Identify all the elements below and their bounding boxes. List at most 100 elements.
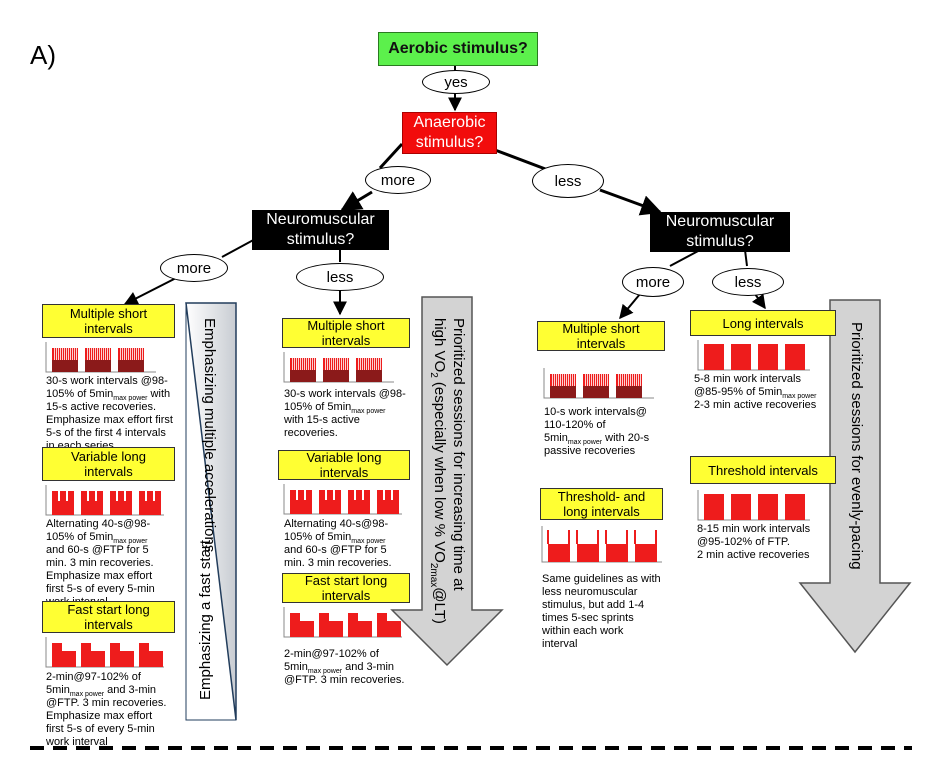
answer-less-left: less bbox=[296, 263, 384, 291]
col1-fsl-line-5: first 5-s of every 5-min bbox=[46, 723, 155, 735]
col3-msi-wave-gap bbox=[601, 374, 602, 386]
col3-msi-wave-gap bbox=[591, 374, 592, 386]
col4-long-intervals-box: Long intervals bbox=[690, 310, 836, 336]
col2-msi-wave-gap bbox=[360, 358, 361, 370]
col4-li-title: Long intervals bbox=[722, 315, 804, 331]
col2-msi-line-2: 105% of 5min bbox=[284, 401, 352, 413]
col1-fsl-wave-hold bbox=[91, 651, 105, 667]
col1-vli-wave-base bbox=[81, 501, 103, 515]
col1-msi-line-4: Emphasize max effort first bbox=[46, 414, 173, 426]
col4-ti-line-2: @95-102% of FTP. bbox=[697, 536, 790, 548]
col3-tli-wave-sprint bbox=[634, 530, 636, 544]
col2-msi-wave-gap bbox=[302, 358, 303, 370]
col3-msi-line-3: 5min bbox=[544, 432, 568, 444]
col3-msi-wave-gap bbox=[624, 374, 625, 386]
col2-fsl-wave-hold bbox=[387, 621, 401, 637]
col2-vli-wave-base bbox=[348, 500, 370, 514]
col1-msi-wave-gap bbox=[128, 348, 129, 360]
neuro-left-label-1: Neuromuscular bbox=[266, 211, 375, 228]
col3-msi-wave-gap bbox=[566, 374, 567, 386]
col2-msi-wave-gap bbox=[331, 358, 332, 370]
vo2-line-2-c: @LT) bbox=[431, 587, 448, 624]
col2-vli-wave-spike bbox=[298, 490, 304, 500]
col3-tli-title-2: long intervals bbox=[563, 504, 640, 519]
vo2-priority-arrow bbox=[390, 296, 504, 667]
col1-msi-wave-gap bbox=[54, 348, 55, 360]
col1-msi-wave-gap bbox=[134, 348, 135, 360]
col1-fsl-line-6: work interval bbox=[46, 736, 108, 748]
col3-msi-wave-gap bbox=[634, 374, 635, 386]
col1-vli-line-1: Alternating 40-s@98- bbox=[46, 518, 151, 530]
vo2-line-1: Prioritized sessions for increasing time… bbox=[450, 318, 467, 591]
col1-msi-wave-gap bbox=[101, 348, 102, 360]
col3-tli-wave-sprint bbox=[568, 530, 570, 544]
col3-msi-wave-gap bbox=[618, 374, 619, 386]
col2-msi-wave-gap bbox=[329, 358, 330, 370]
vo2-line-2-a: high VO bbox=[431, 318, 448, 373]
col3-msi-wave-base bbox=[550, 386, 576, 398]
col4-li-wave-block bbox=[731, 344, 751, 370]
col4-li-line-1: 5-8 min work intervals bbox=[694, 373, 801, 385]
col1-msi-wave-gap bbox=[72, 348, 73, 360]
col1-vli-line-4: min. 3 min recoveries. bbox=[46, 557, 154, 569]
col3-msi-sub: max power bbox=[567, 439, 603, 447]
col2-msi-wave-gap bbox=[308, 358, 309, 370]
col1-vli-desc: Alternating 40-s@98- 105% of 5minmax pow… bbox=[46, 518, 186, 609]
col3-msi-wave-gap bbox=[568, 374, 569, 386]
col1-msi-wave-gap bbox=[140, 348, 141, 360]
col2-vli-line-4: min. 3 min recoveries. bbox=[284, 557, 392, 569]
col2-vli-title-1: Variable long bbox=[306, 450, 382, 465]
col2-vli-wave-spike bbox=[335, 490, 341, 500]
col2-msi-wave-gap bbox=[327, 358, 328, 370]
col3-msi-wave-gap bbox=[630, 374, 631, 386]
col2-msi-wave-base bbox=[356, 370, 382, 382]
col4-li-desc: 5-8 min work intervals @85-95% of 5minma… bbox=[694, 373, 834, 412]
col2-msi-wave-gap bbox=[339, 358, 340, 370]
col3-msi-wave-gap bbox=[589, 374, 590, 386]
col3-msi-wave-gap bbox=[640, 374, 641, 386]
col4-threshold-intervals-box: Threshold intervals bbox=[690, 456, 836, 484]
col1-vli-line-3: and 60-s @FTP for 5 bbox=[46, 544, 149, 556]
col2-msi-wave-gap bbox=[380, 358, 381, 370]
col2-msi-wave-gap bbox=[300, 358, 301, 370]
col1-fsl-wave-start bbox=[139, 643, 149, 667]
col1-msi-wave-gap bbox=[136, 348, 137, 360]
col2-fsl-title-2: intervals bbox=[321, 588, 371, 603]
col1-vli-wave-spike bbox=[126, 491, 132, 501]
col2-msi-line-4: recoveries. bbox=[284, 427, 338, 439]
col2-msi-line-3: with 15-s active bbox=[284, 414, 360, 426]
col3-msi-wave-gap bbox=[638, 374, 639, 386]
col2-msi-wave-gap bbox=[370, 358, 371, 370]
col1-msi-wave-gap bbox=[126, 348, 127, 360]
col1-fsl-line-2b: and 3-min bbox=[104, 684, 157, 696]
col2-msi-wave-base bbox=[290, 370, 316, 382]
col3-tli-line-3: stimulus, but add 1-4 bbox=[542, 599, 645, 611]
col3-tli-wave-sprint bbox=[597, 530, 599, 544]
col1-fsl-title-2: intervals bbox=[84, 617, 133, 632]
col2-msi-sub: max power bbox=[351, 408, 386, 416]
col3-msi-wave-gap bbox=[595, 374, 596, 386]
col1-msi-wave-gap bbox=[130, 348, 131, 360]
col2-fsl-wave-hold bbox=[358, 621, 372, 637]
col3-msi-line-3b: with 20-s bbox=[602, 432, 650, 444]
col2-msi-wave-gap bbox=[306, 358, 307, 370]
neuro-left-label-2: stimulus? bbox=[286, 231, 355, 248]
col3-msi-wave-gap bbox=[556, 374, 557, 386]
col2-vli-desc: Alternating 40-s@98- 105% of 5minmax pow… bbox=[284, 518, 424, 570]
vo2-arrow-text: Prioritized sessions for increasing time… bbox=[424, 318, 468, 624]
col2-fsl-desc: 2-min@97-102% of 5minmax power and 3-min… bbox=[284, 648, 424, 687]
col2-fsl-wave-hold bbox=[329, 621, 343, 637]
col3-tli-wave-sprint bbox=[605, 530, 607, 544]
col2-fsl-title-1: Fast start long bbox=[304, 573, 388, 588]
col2-msi-desc: 30-s work intervals @98- 105% of 5minmax… bbox=[284, 388, 424, 440]
col1-fsl-sub: max power bbox=[69, 691, 105, 699]
col3-msi-title-2: intervals bbox=[576, 336, 626, 351]
col3-msi-wave-gap bbox=[558, 374, 559, 386]
col3-msi-wave-gap bbox=[636, 374, 637, 386]
col1-multiple-short-intervals-box: Multiple short intervals bbox=[42, 304, 175, 338]
col2-msi-wave-gap bbox=[294, 358, 295, 370]
col2-msi-wave-gap bbox=[343, 358, 344, 370]
neuro-right-label-1: Neuromuscular bbox=[665, 213, 775, 230]
col2-msi-wave-gap bbox=[312, 358, 313, 370]
